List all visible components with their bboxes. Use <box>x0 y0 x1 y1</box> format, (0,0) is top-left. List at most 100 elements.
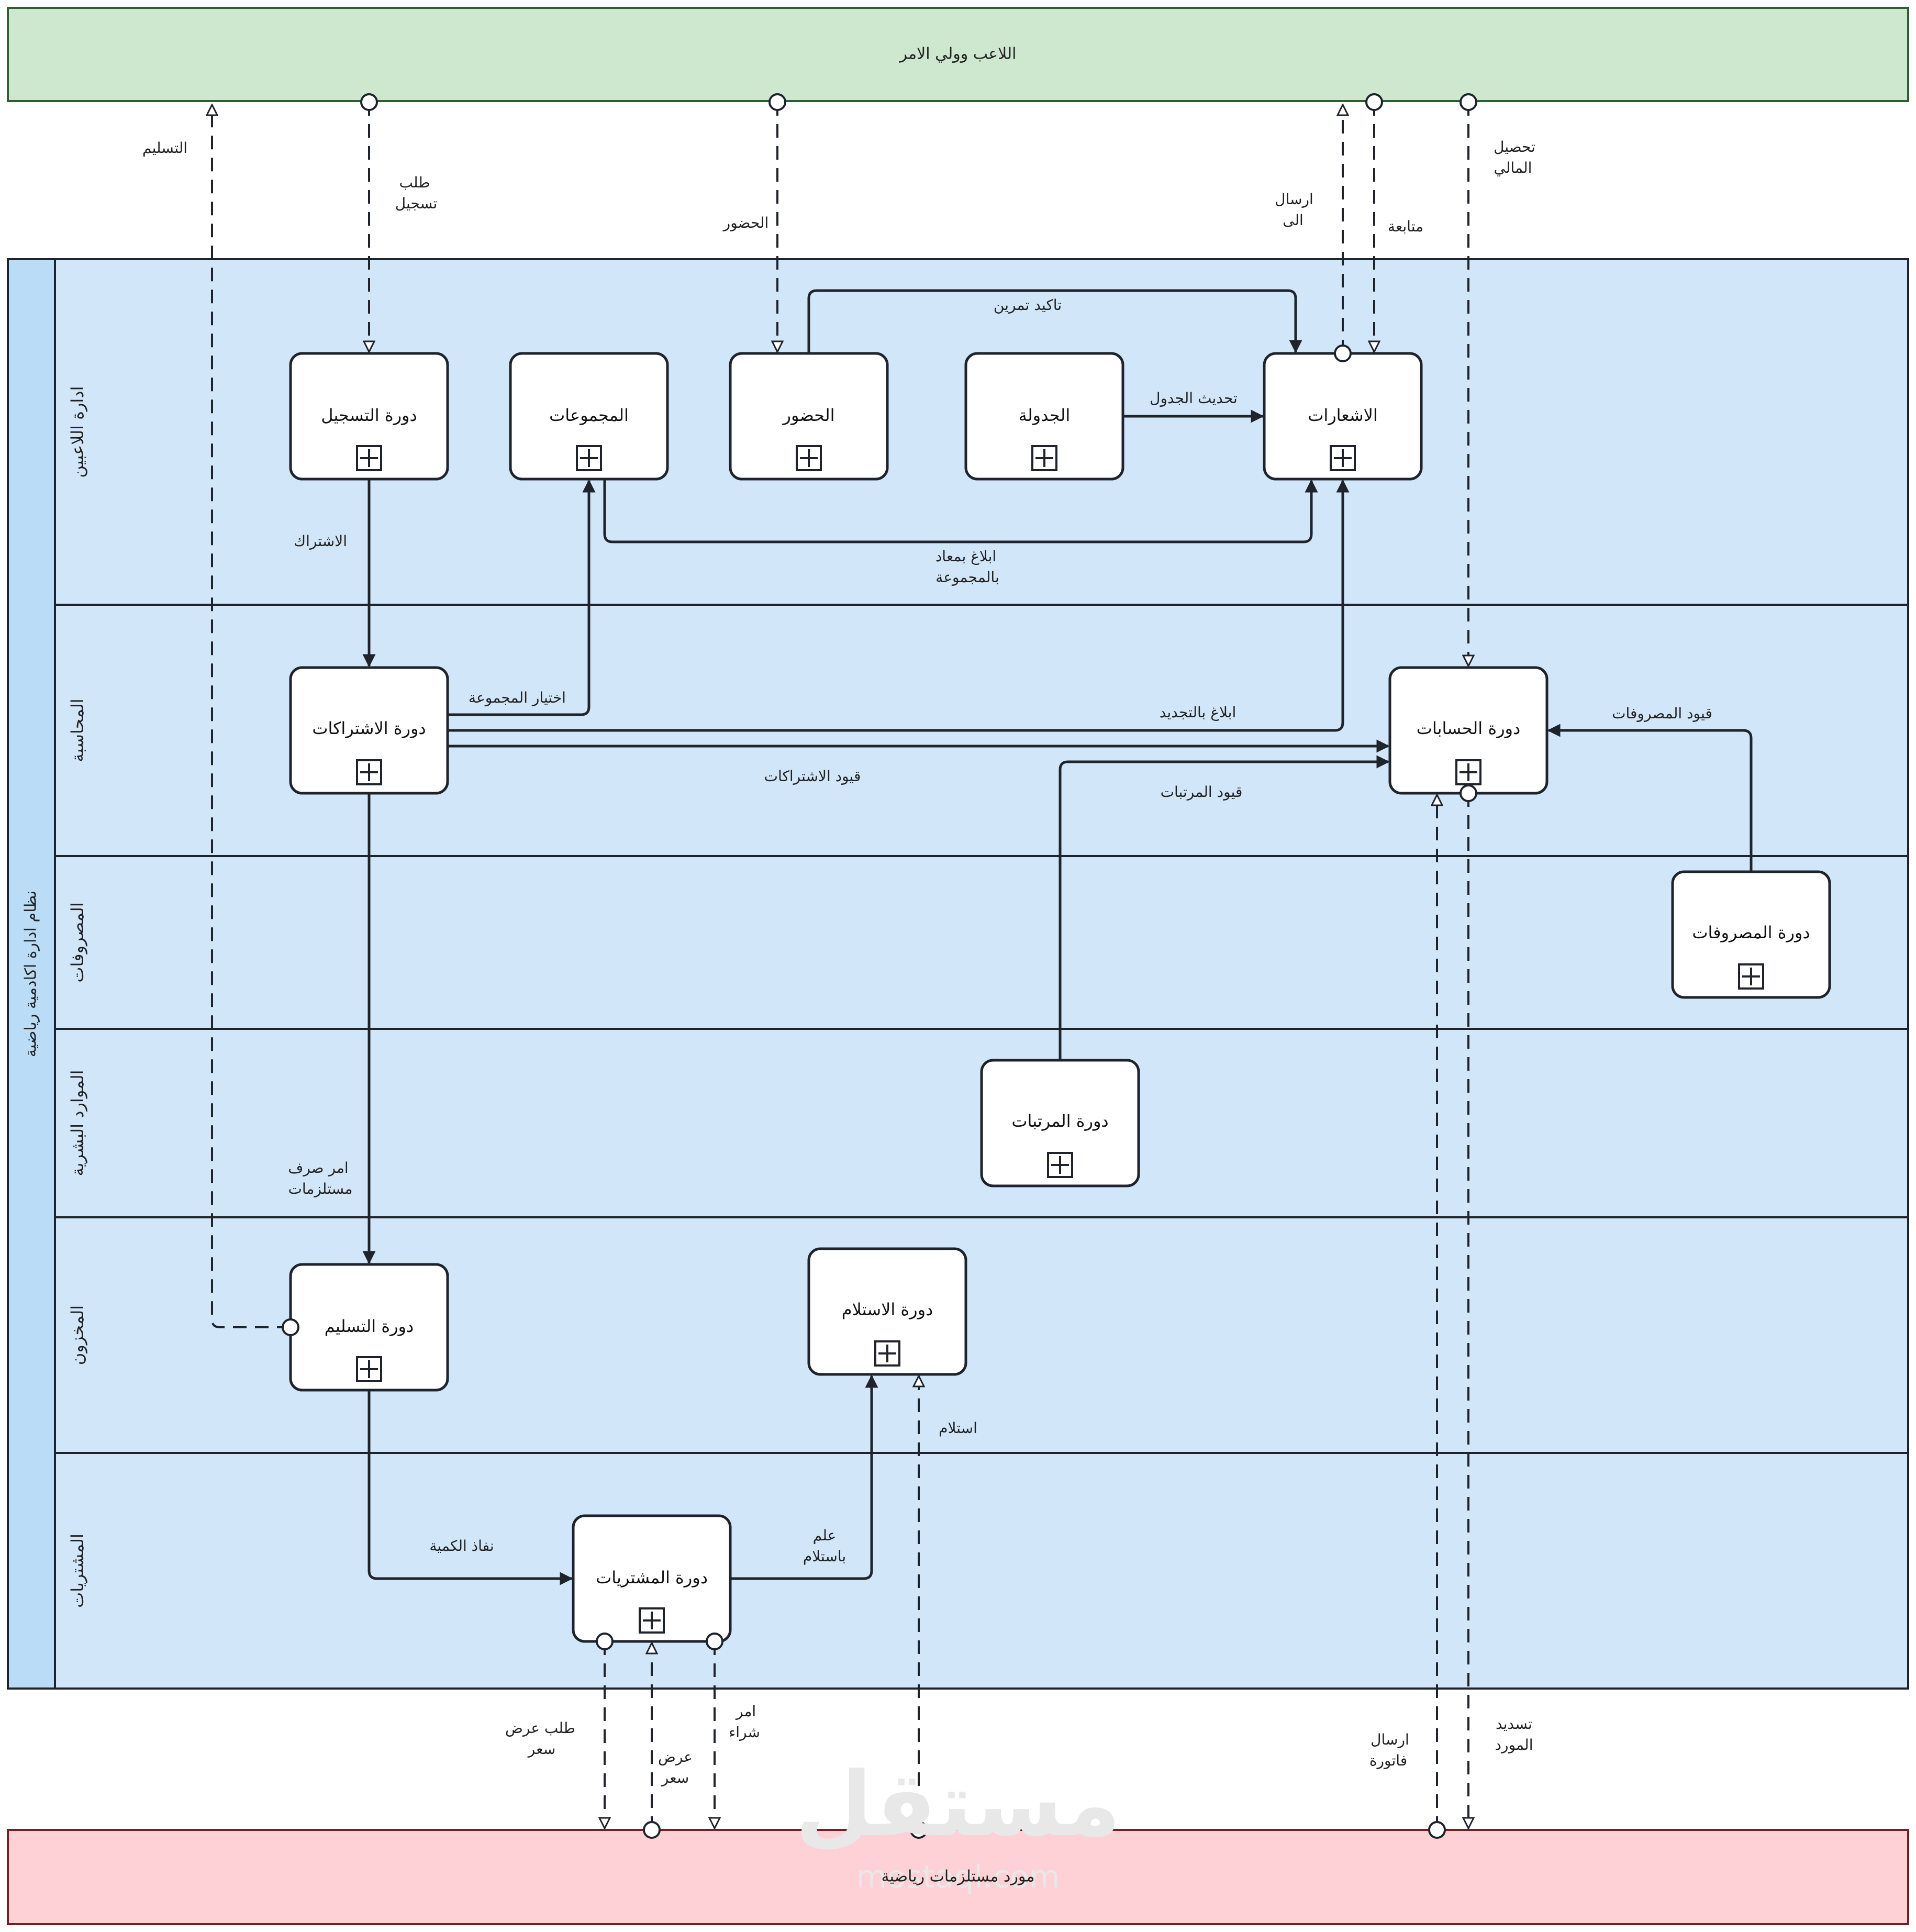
label-send-to-1: ارسال <box>1275 191 1313 208</box>
top-pool[interactable] <box>7 7 1909 102</box>
subprocess-marker-icon <box>1047 1152 1073 1178</box>
task-label: دورة المشتريات <box>596 1568 708 1587</box>
label-send-invoice-1: ارسال <box>1371 1731 1409 1748</box>
flow-receipt-notice <box>730 1374 878 1580</box>
subprocess-marker-icon <box>874 1340 900 1367</box>
flow-expense-entries <box>1547 724 1753 872</box>
task-groups[interactable]: المجموعات <box>509 352 669 481</box>
task-salaries[interactable]: دورة المرتبات <box>980 1059 1140 1187</box>
label-group-notify-2: بالمجموعة <box>935 569 999 586</box>
flow-group-select <box>448 479 596 716</box>
msg-source-circle <box>1334 345 1352 362</box>
subprocess-marker-icon <box>1455 759 1481 785</box>
task-delivery[interactable]: دورة التسليم <box>289 1263 449 1392</box>
msg-source-circle <box>1365 93 1383 111</box>
msg-source-circle <box>910 1821 928 1839</box>
task-expenses[interactable]: دورة المصروفات <box>1671 870 1831 999</box>
label-quote-request-1: طلب عرض <box>505 1719 575 1737</box>
label-collect-money-1: تحصيل <box>1494 138 1535 156</box>
msg-source-circle <box>360 93 378 111</box>
task-label: دورة الاشتراكات <box>312 718 426 738</box>
subprocess-marker-icon <box>796 445 822 471</box>
task-label: الجدولة <box>1019 405 1070 425</box>
subprocess-marker-icon <box>576 445 602 471</box>
label-pay-supplier-1: تسديد <box>1496 1715 1532 1733</box>
label-delivery: التسليم <box>142 139 187 157</box>
label-receipt-notice-2: باستلام <box>803 1548 846 1565</box>
flow-renewal-notify <box>448 479 1350 732</box>
lane-purchasing-label: المشتريات <box>68 1534 87 1608</box>
top-pool-label: اللاعب وولي الامر <box>899 45 1017 63</box>
label-pay-supplier-2: المورد <box>1495 1736 1533 1753</box>
lane-expenses-label: المصروفات <box>68 902 87 982</box>
subprocess-marker-icon <box>1738 963 1764 990</box>
watermark-logo: مستقل <box>795 1753 1121 1857</box>
msg-source-circle <box>1460 784 1477 802</box>
label-registration-request-2: تسجيل <box>395 195 438 212</box>
label-quote-2: سعر <box>661 1769 689 1786</box>
label-group-select: اختيار المجموعة <box>469 689 566 706</box>
label-quote-request-2: سعر <box>527 1740 555 1758</box>
msg-source-circle <box>596 1633 614 1650</box>
label-send-to-2: الى <box>1283 212 1304 229</box>
flow-qty-out <box>367 1390 573 1585</box>
label-expense-entries: قيود المصروفات <box>1612 705 1712 722</box>
task-notifications[interactable]: الاشعارات <box>1263 352 1423 481</box>
task-purchases[interactable]: دورة المشتريات <box>572 1514 732 1643</box>
main-pool-header <box>7 258 56 1690</box>
msg-source-circle <box>768 93 786 111</box>
label-subscription-entries: قيود الاشتراكات <box>764 768 861 785</box>
label-receipt-notice-1: علم <box>813 1527 837 1544</box>
label-send-invoice-2: فاتورة <box>1369 1752 1407 1769</box>
flow-training-confirm <box>807 289 1302 353</box>
label-qty-out: نفاذ الكمية <box>429 1537 494 1555</box>
task-label: دورة المصروفات <box>1692 923 1810 942</box>
msg-delivery <box>212 105 291 1328</box>
lane-hr-label: الموارد البشرية <box>68 1070 87 1176</box>
label-collect-money-2: المالي <box>1494 159 1532 176</box>
task-label: الاشعارات <box>1308 405 1378 425</box>
lane-players-label: ادارة اللاعبين <box>68 386 87 478</box>
label-quote-1: عرض <box>658 1748 693 1766</box>
lane-accounting-label: المحاسبة <box>68 698 87 762</box>
subprocess-marker-icon <box>356 445 382 471</box>
task-label: دورة الحسابات <box>1417 718 1520 738</box>
label-group-notify-1: ابلاغ بمعاد <box>935 548 996 565</box>
msg-source-circle <box>643 1821 661 1839</box>
task-subscriptions[interactable]: دورة الاشتراكات <box>289 666 449 795</box>
subprocess-marker-icon <box>1031 445 1057 471</box>
label-subscription: الاشتراك <box>294 532 347 550</box>
task-label: دورة التسجيل <box>321 405 417 425</box>
main-pool[interactable] <box>7 258 1909 1690</box>
task-label: دورة الاستلام <box>842 1300 933 1319</box>
task-registration[interactable]: دورة التسجيل <box>289 352 449 481</box>
label-follow-up: متابعة <box>1388 218 1423 235</box>
task-label: دورة التسليم <box>325 1316 414 1336</box>
task-accounts[interactable]: دورة الحسابات <box>1388 666 1549 795</box>
flow-salary-entries <box>1059 755 1390 1060</box>
task-schedule[interactable]: الجدولة <box>964 352 1124 481</box>
msg-source-circle <box>1428 1821 1446 1839</box>
subprocess-marker-icon <box>356 759 382 785</box>
label-purchase-order-1: امر <box>735 1703 756 1720</box>
label-supplies-order-1: امر صرف <box>288 1159 348 1176</box>
label-training-confirm: تاكيد تمرين <box>994 296 1062 314</box>
task-label: المجموعات <box>549 405 629 425</box>
lane-inventory-label: المخزون <box>68 1305 87 1365</box>
bottom-pool-label: مورد مستلزمات رياضية <box>882 1868 1035 1886</box>
bottom-pool[interactable] <box>7 1829 1909 1925</box>
task-receiving[interactable]: دورة الاستلام <box>807 1247 967 1376</box>
label-receive: استلام <box>939 1419 977 1437</box>
label-salary-entries: قيود المرتبات <box>1161 783 1243 801</box>
subprocess-marker-icon <box>356 1356 382 1382</box>
task-label: الحضور <box>782 405 834 425</box>
watermark-site: mostaql.com <box>856 1859 1060 1895</box>
msg-source-circle <box>706 1633 723 1650</box>
label-supplies-order-2: مستلزمات <box>288 1180 352 1197</box>
msg-source-circle <box>1460 93 1477 111</box>
task-label: دورة المرتبات <box>1011 1111 1108 1131</box>
task-attendance[interactable]: الحضور <box>729 352 889 481</box>
label-registration-request-1: طلب <box>399 174 430 191</box>
label-schedule-update: تحديث الجدول <box>1150 390 1238 407</box>
